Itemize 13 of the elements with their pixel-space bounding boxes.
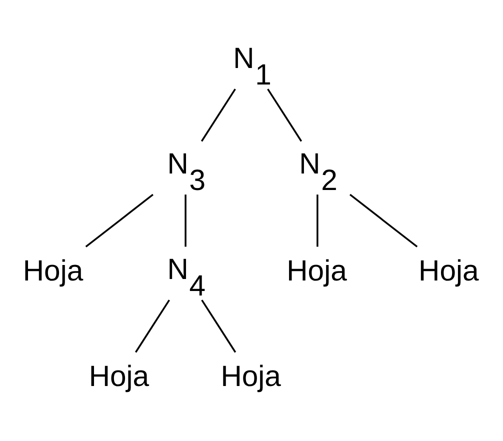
connector	[316, 194, 318, 247]
node-text: Hoja	[418, 254, 479, 288]
node-text: Hoja	[286, 254, 347, 288]
node-text: Hoja	[22, 254, 84, 288]
connector	[200, 88, 236, 142]
connector	[184, 194, 186, 247]
connector	[135, 300, 170, 353]
node-text: Hoja	[220, 360, 281, 394]
connector	[267, 88, 302, 142]
connector	[85, 194, 154, 248]
connector	[201, 300, 236, 353]
connector	[350, 194, 418, 248]
node-text: Hoja	[88, 360, 150, 394]
